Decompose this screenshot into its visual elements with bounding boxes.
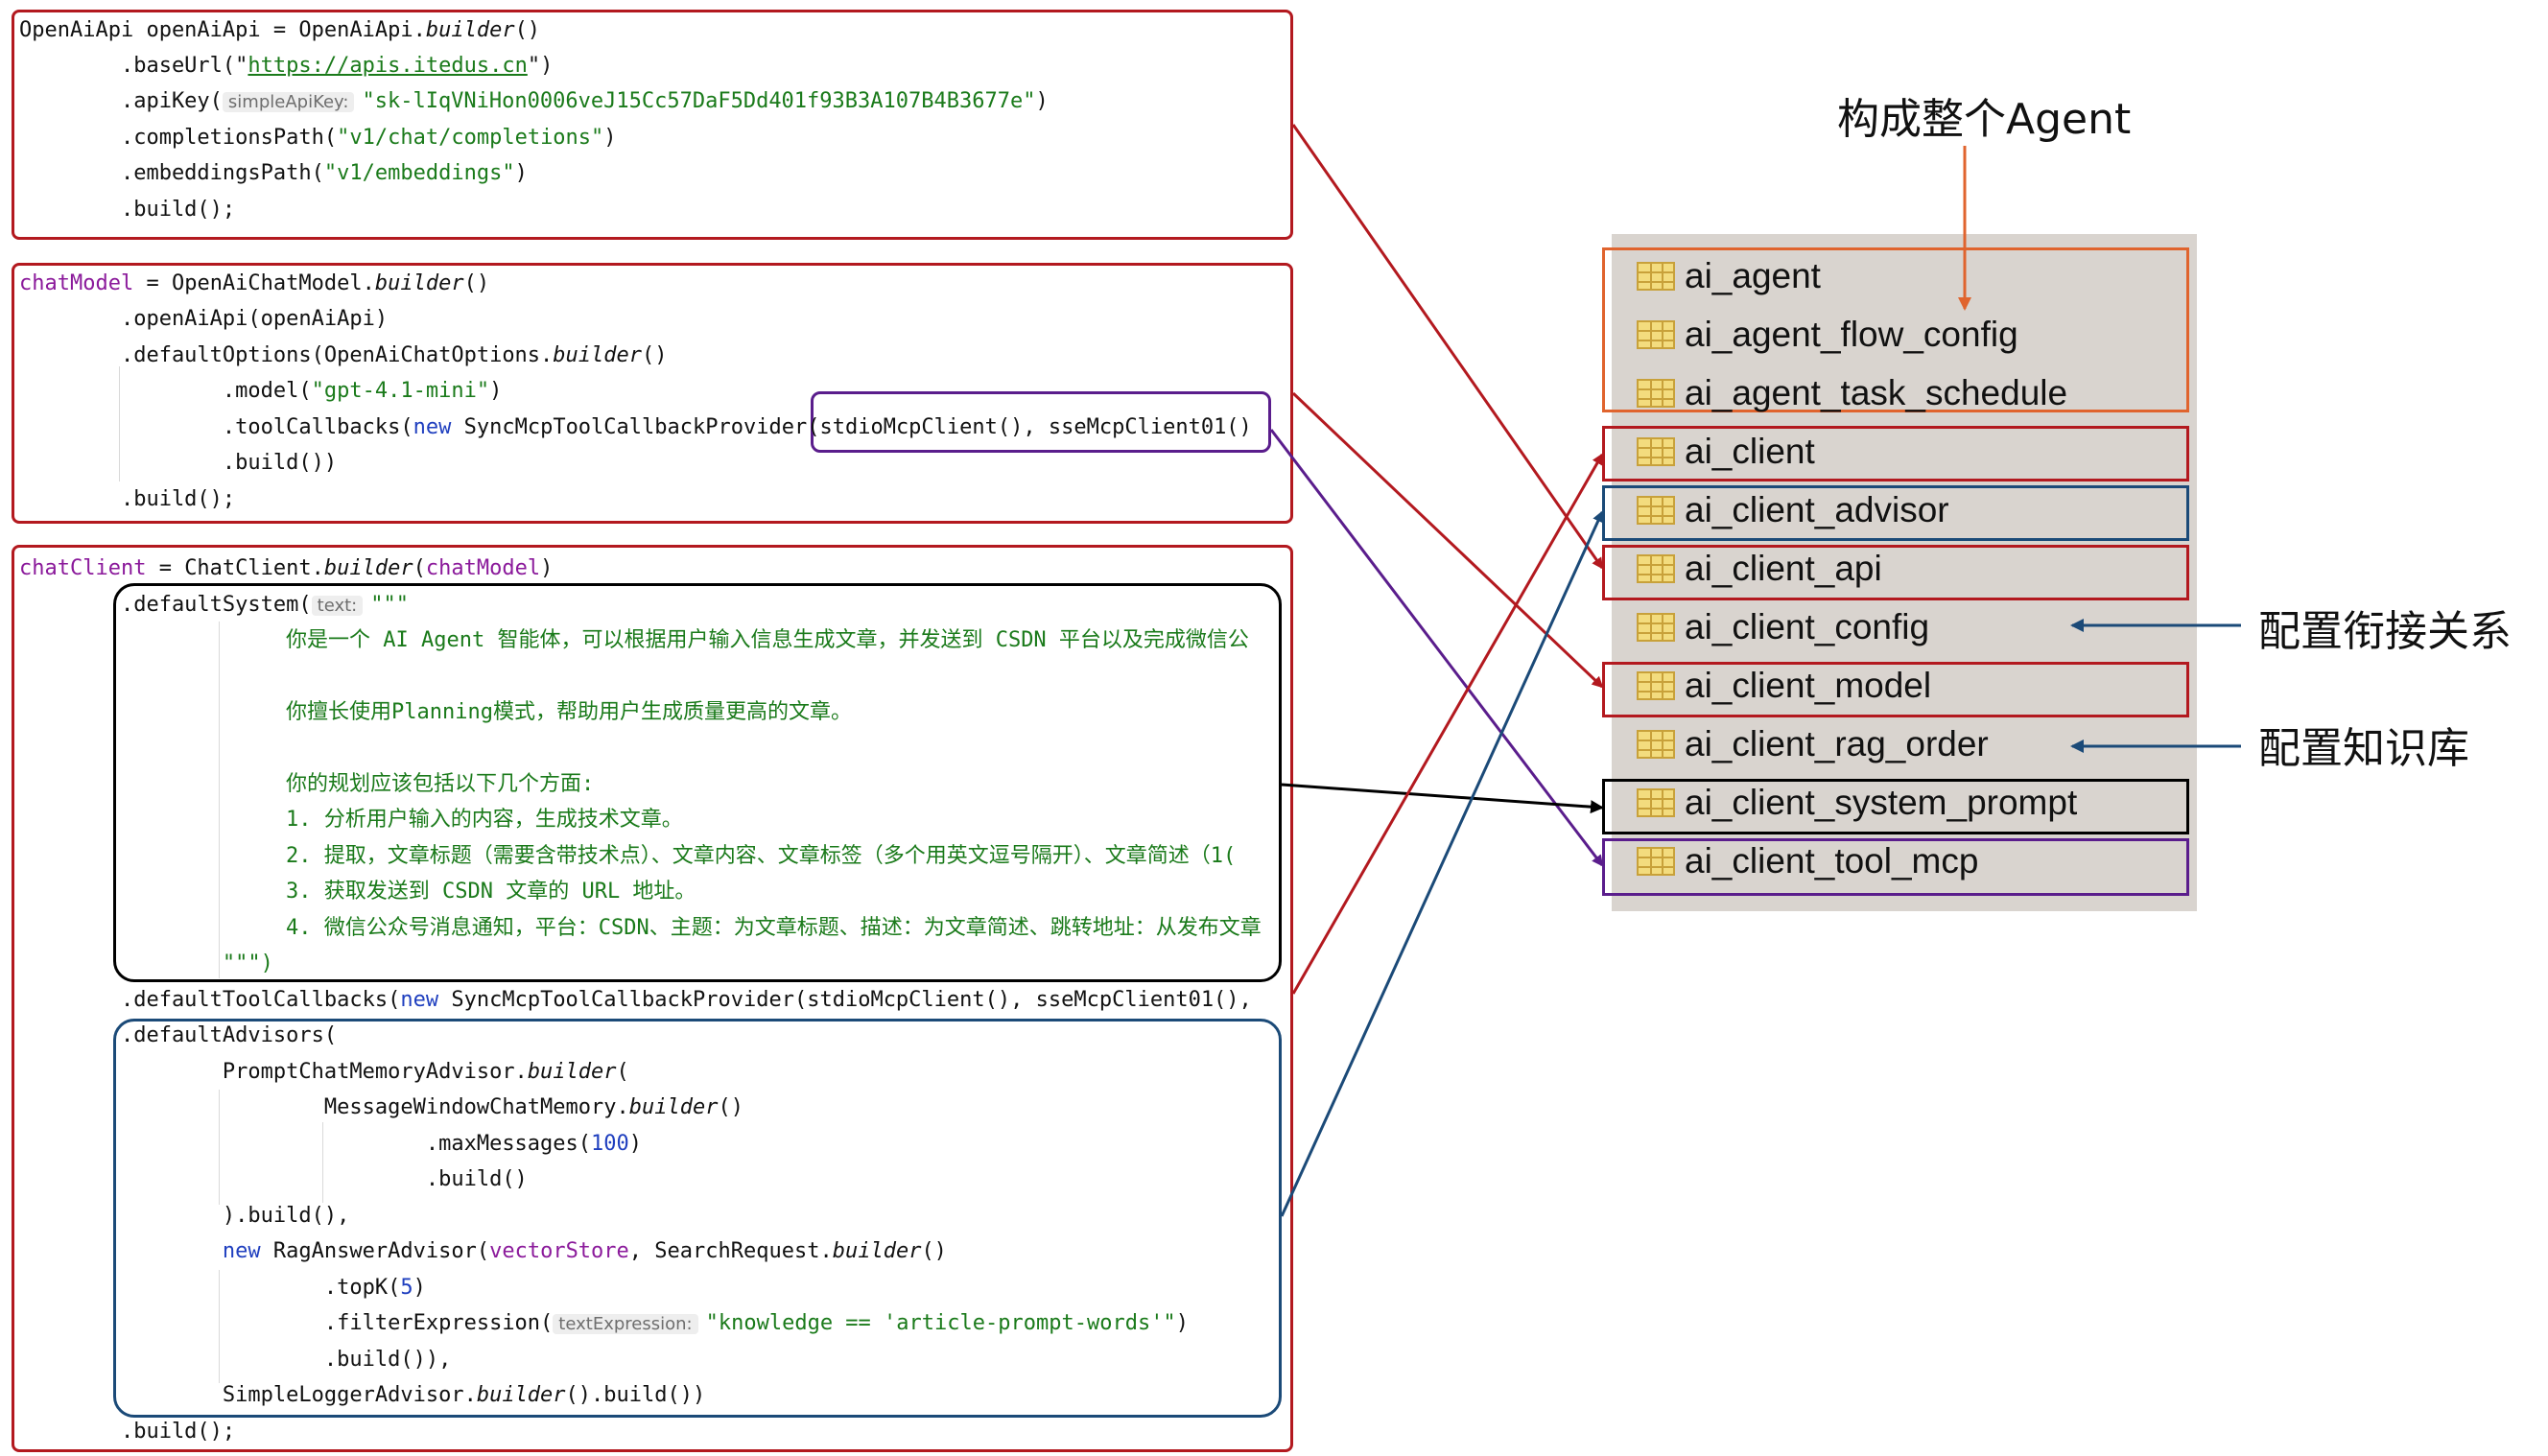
table-row[interactable]: ai_client_config [1637,599,1929,656]
ai-client-highlight [1602,426,2189,481]
table-row[interactable]: ai_client_rag_order [1637,716,1989,773]
table-row[interactable]: ai_client [1637,423,1815,481]
arrow-system-to-system-prompt [1281,783,1604,814]
table-icon [1637,379,1675,408]
arrow-client-to-ai-client [1291,453,1604,995]
tool-callbacks-highlight [811,391,1271,453]
table-name: ai_client_api [1685,549,1882,588]
arrow-api-to-client-api [1291,124,1604,570]
table-icon [1637,496,1675,525]
table-name: ai_client_rag_order [1685,724,1989,763]
indent-guide [219,1090,220,1205]
table-row[interactable]: ai_agent [1637,247,1821,305]
table-name: ai_client_advisor [1685,490,1949,529]
table-name: ai_client_tool_mcp [1685,841,1979,881]
table-row[interactable]: ai_client_api [1637,540,1882,598]
table-row[interactable]: ai_agent_flow_config [1637,306,2018,364]
ai-client-model-highlight [1602,662,2189,717]
table-name: ai_client_system_prompt [1685,783,2078,822]
table-name: ai_agent_flow_config [1685,315,2018,354]
ai-client-api-highlight [1602,545,2189,600]
code-block-api: OpenAiApi openAiApi = OpenAiApi.builder(… [19,18,1049,222]
table-icon [1637,847,1675,876]
agent-group-highlight [1602,247,2189,412]
table-icon [1637,262,1675,291]
table-list-panel [1612,234,2197,911]
arrow-model-to-client-model [1291,391,1604,689]
table-icon [1637,554,1675,583]
code-block-client: chatClient = ChatClient.builder(chatMode… [19,556,1262,1444]
table-icon [1637,437,1675,466]
advisors-highlight [113,1019,1282,1418]
indent-guide [322,1122,323,1203]
table-icon [1637,788,1675,817]
table-name: ai_client_config [1685,607,1930,646]
table-icon [1637,320,1675,349]
indent-guide [219,1270,220,1383]
annotation-rag: 配置知识库 [2258,724,2469,773]
indent-guide [219,622,220,978]
table-name: ai_agent [1685,256,1821,295]
chat-model-box [12,263,1293,524]
table-icon [1637,730,1675,759]
table-row[interactable]: ai_client_advisor [1637,481,1949,539]
ai-client-tool-mcp-highlight [1602,838,2189,896]
table-name: ai_agent_task_schedule [1685,373,2068,412]
ai-client-advisor-highlight [1602,485,2189,541]
table-row[interactable]: ai_client_model [1637,657,1931,715]
api-config-box [12,10,1293,240]
table-name: ai_client_model [1685,666,1932,705]
table-row[interactable]: ai_client_system_prompt [1637,774,2077,832]
annotation-config: 配置衔接关系 [2258,607,2512,656]
chat-client-box [12,545,1293,1452]
param-hint: textExpression: [553,1314,698,1334]
param-hint: simpleApiKey: [222,92,355,112]
indent-guide [119,366,120,481]
annotation-agent: 构成整个Agent [1837,95,2132,144]
table-name: ai_client [1685,432,1815,471]
code-block-model: chatModel = OpenAiChatModel.builder() .o… [19,271,1252,511]
table-row[interactable]: ai_client_tool_mcp [1637,833,1978,890]
arrow-tools-to-tool-mcp [1269,429,1604,867]
system-prompt-highlight [113,583,1282,982]
param-hint: text: [311,596,364,616]
table-icon [1637,671,1675,700]
table-icon [1637,613,1675,642]
arrow-advisors-to-client-advisor [1280,510,1604,1217]
table-row[interactable]: ai_agent_task_schedule [1637,364,2067,422]
